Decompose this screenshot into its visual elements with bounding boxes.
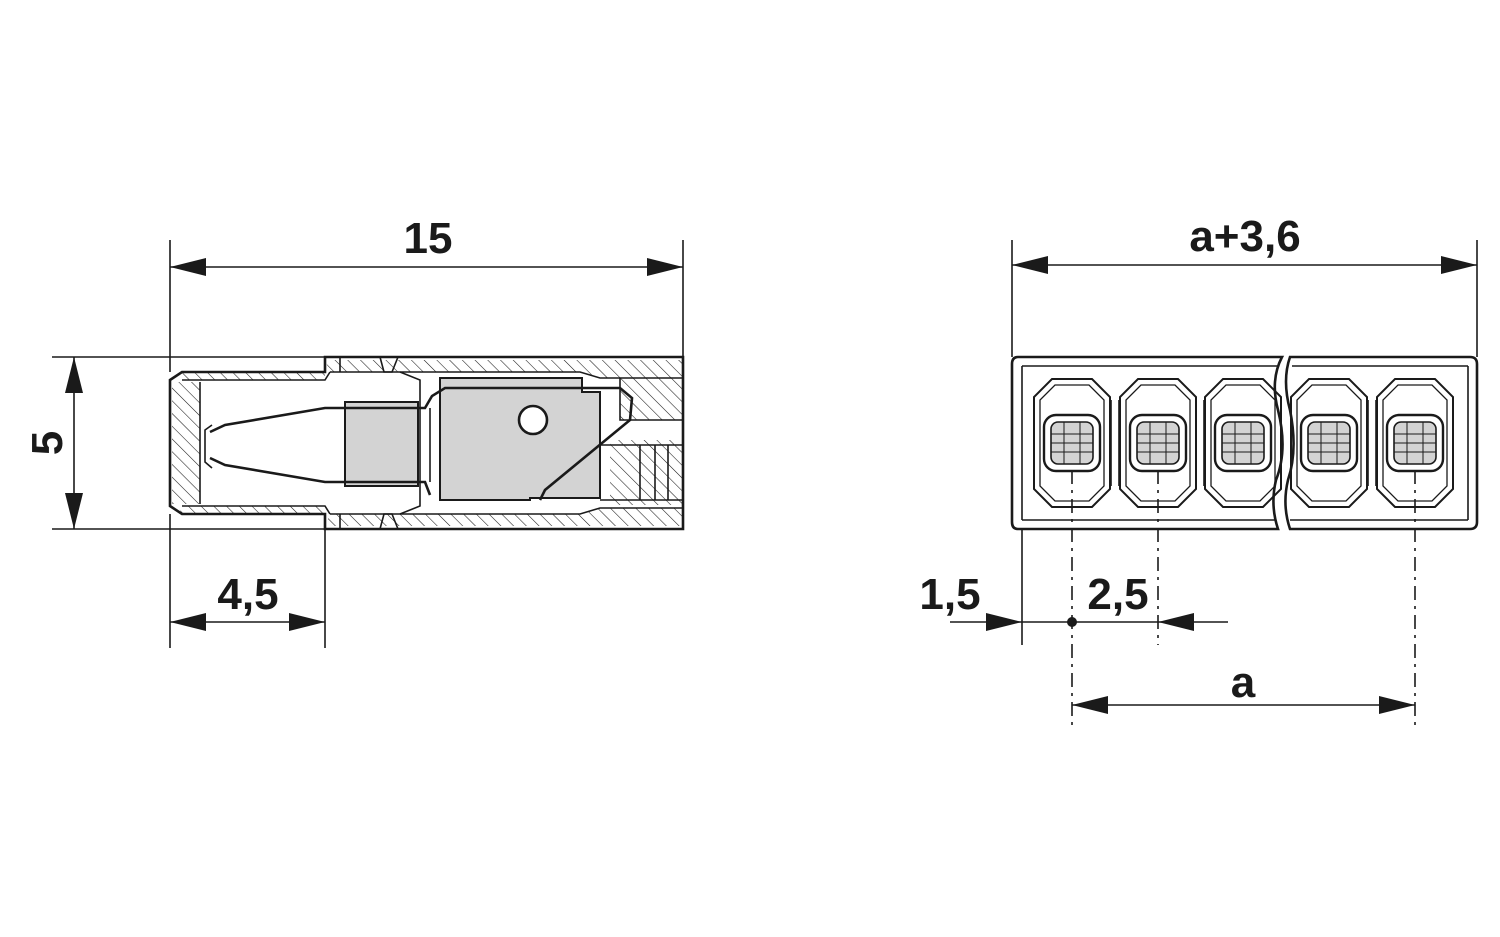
dimension-chain: 1,5 2,5 — [919, 570, 1228, 631]
contact-chamber — [1204, 378, 1282, 508]
contact-chambers — [1033, 378, 1454, 508]
spring-clip — [209, 386, 634, 501]
contact-block-right — [439, 377, 601, 501]
contact-chamber — [1033, 378, 1111, 508]
dimension-section-label: 4,5 — [217, 570, 278, 619]
dimension-width-label: a+3,6 — [1189, 212, 1300, 261]
dimension-height-label: 5 — [23, 431, 72, 455]
housing-wall-bottom — [178, 506, 683, 526]
dimension-pitch-label: 2,5 — [1087, 570, 1148, 619]
side-section-view: 15 5 4,5 — [23, 214, 685, 648]
front-view: a+3,6 1,5 2,5 a — [919, 212, 1479, 728]
dimension-length-label: 15 — [404, 214, 453, 263]
housing-wall-top — [178, 360, 683, 380]
dimension-span-label: a — [1231, 658, 1256, 707]
dimension-width: a+3,6 — [1012, 212, 1477, 274]
dimension-height: 5 — [23, 357, 83, 529]
housing-outline — [168, 355, 685, 531]
contact-block-left — [344, 401, 419, 487]
contact-chamber — [1119, 378, 1197, 508]
dimension-length: 15 — [170, 214, 683, 276]
front-housing-right — [1284, 355, 1479, 531]
contact-hole — [517, 404, 549, 436]
contact-chamber — [1376, 378, 1454, 508]
dimension-edge-label: 1,5 — [919, 570, 980, 619]
contact-chamber — [1290, 378, 1368, 508]
dimension-section: 4,5 — [170, 570, 325, 631]
dimension-span: a — [1072, 658, 1415, 714]
